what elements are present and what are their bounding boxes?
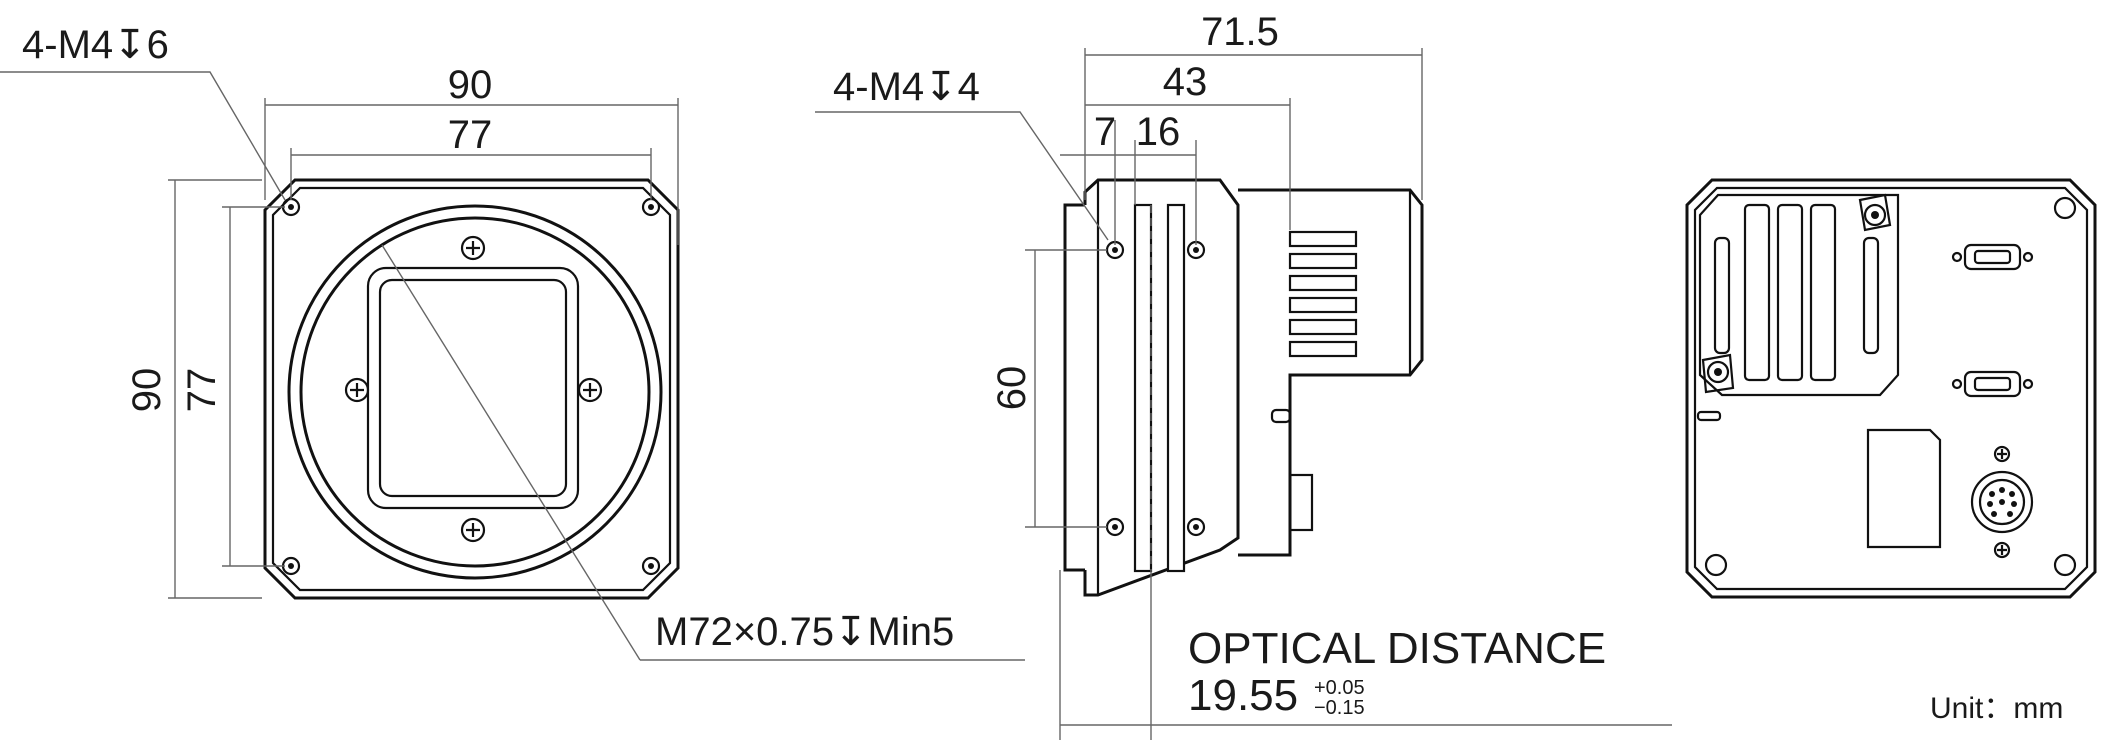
optical-distance-value: 19.55 <box>1188 671 1298 720</box>
rear-body-inner-outline <box>1693 186 2089 591</box>
mount-screws <box>344 235 603 543</box>
side-dim-a-label: 7 <box>1094 110 1116 154</box>
rear-view: Unit：mm <box>1685 178 2097 725</box>
front-dimensions <box>0 71 1025 661</box>
front-body-inner-outline <box>271 186 672 592</box>
mount-thread-callout: M72×0.75↧Min5 <box>655 610 954 654</box>
optical-tolerance-plus: +0.05 <box>1314 677 1365 699</box>
front-body-outline <box>263 178 680 600</box>
side-connector-bump <box>1288 473 1314 532</box>
unit-label: Unit：mm <box>1930 692 2063 725</box>
side-main-body <box>1083 178 1240 597</box>
screw-bottom <box>460 517 486 543</box>
rear-label-plate <box>1866 428 1942 549</box>
side-rear-body <box>1238 188 1424 557</box>
side-view: 71.5 43 7 16 60 4-M4↧4 OPTICAL DISTANCE … <box>815 10 1672 740</box>
rear-data-connector-1[interactable] <box>1951 243 2034 271</box>
rear-vent-slots <box>1713 203 1880 382</box>
sensor-window-inner <box>378 278 568 498</box>
lens-mount-ring-inner <box>299 216 651 568</box>
screw-left <box>344 377 370 403</box>
optical-tolerance-minus: −0.15 <box>1314 697 1365 719</box>
rear-corner-holes <box>1704 196 2077 577</box>
side-flange-2 <box>1166 203 1186 573</box>
front-holes-callout: 4-M4↧6 <box>22 23 169 67</box>
screw-top <box>460 235 486 261</box>
front-view: 90 77 90 77 4-M4↧6 M72×0.75↧Min5 <box>0 23 1025 661</box>
side-front-plate <box>1063 203 1085 572</box>
rear-data-connector-2[interactable] <box>1951 370 2034 398</box>
front-hole-height-label: 77 <box>180 368 224 413</box>
front-height-label: 90 <box>125 368 169 413</box>
side-cooling-fins <box>1288 230 1358 358</box>
rear-body-outline <box>1685 178 2097 599</box>
side-dim-b-label: 16 <box>1136 110 1181 154</box>
side-overall-length-label: 71.5 <box>1201 10 1279 54</box>
optical-distance-label: OPTICAL DISTANCE <box>1188 624 1606 673</box>
lens-mount-ring-outer <box>287 204 663 580</box>
side-dimensions <box>815 48 1672 740</box>
rear-panel-screws <box>1701 193 1892 394</box>
side-hole-spacing-label: 60 <box>990 366 1034 411</box>
rear-fin-panel <box>1698 193 1900 397</box>
front-hole-width-label: 77 <box>448 113 493 157</box>
front-width-label: 90 <box>448 63 493 107</box>
sensor-window-outer <box>366 266 580 510</box>
side-holes-callout: 4-M4↧4 <box>833 65 980 109</box>
side-m4-holes <box>1105 240 1206 537</box>
rear-io-connector[interactable] <box>1970 445 2034 559</box>
side-flange-1 <box>1133 203 1153 573</box>
side-body-length-label: 43 <box>1163 60 1208 104</box>
screw-right <box>577 377 603 403</box>
